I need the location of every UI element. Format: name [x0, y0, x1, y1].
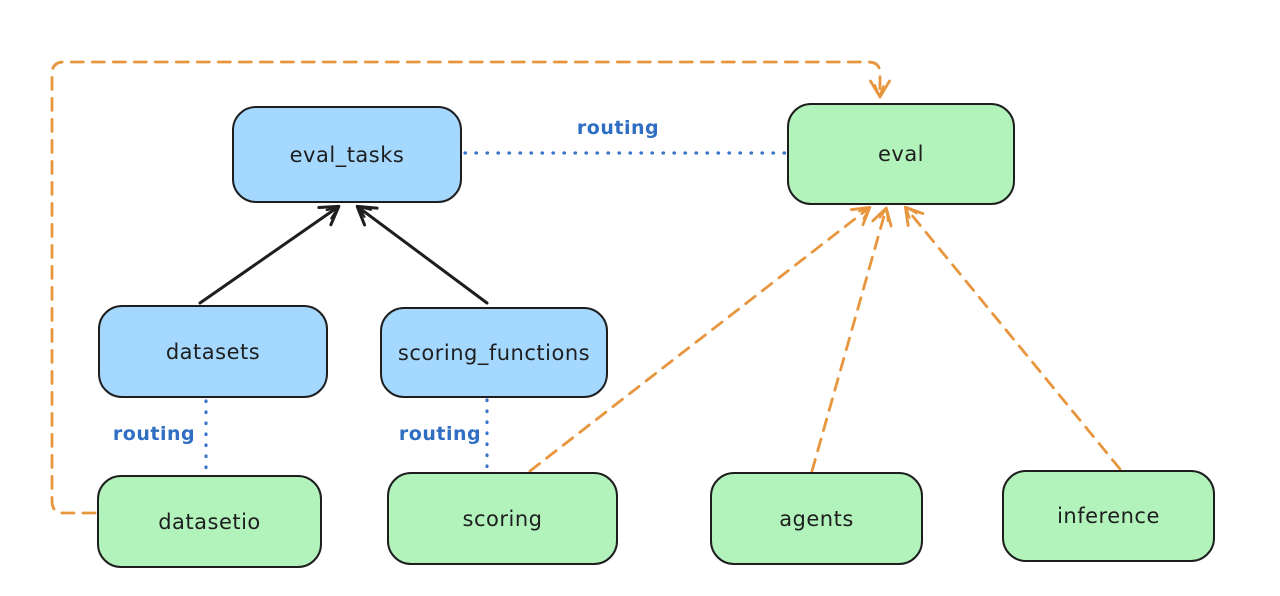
node-agents-label: agents — [779, 506, 854, 531]
edge-scoring-to-eval — [528, 205, 872, 473]
node-agents[interactable]: agents — [710, 472, 923, 565]
edge-label-routing-datasets-datasetio: routing — [112, 423, 196, 445]
edge-agents-to-eval — [810, 206, 893, 473]
node-datasetio-label: datasetio — [158, 509, 261, 534]
node-eval[interactable]: eval — [787, 103, 1015, 205]
edge-scoring_functions-to-eval_tasks — [355, 204, 489, 305]
node-eval-label: eval — [877, 142, 925, 166]
node-scoring-functions-label: scoring_functions — [397, 340, 591, 365]
node-eval-tasks-label: eval_tasks — [289, 142, 405, 167]
node-scoring-label: scoring — [462, 506, 543, 531]
edge-datasetio-to-eval — [50, 60, 891, 515]
node-inference-label: inference — [1057, 504, 1160, 528]
node-datasetio[interactable]: datasetio — [97, 475, 322, 568]
edge-label-routing-scoring-functions-scoring: routing — [398, 423, 482, 445]
node-eval-tasks[interactable]: eval_tasks — [232, 106, 462, 203]
edge-inference-to-eval — [903, 205, 1122, 471]
node-datasets[interactable]: datasets — [98, 305, 328, 398]
node-inference[interactable]: inference — [1002, 470, 1215, 562]
node-scoring[interactable]: scoring — [387, 472, 618, 565]
node-scoring-functions[interactable]: scoring_functions — [380, 307, 608, 398]
edge-label-routing-eval-tasks-eval: routing — [576, 117, 660, 139]
edge-datasets-to-eval_tasks — [198, 204, 341, 305]
node-datasets-label: datasets — [165, 339, 261, 364]
